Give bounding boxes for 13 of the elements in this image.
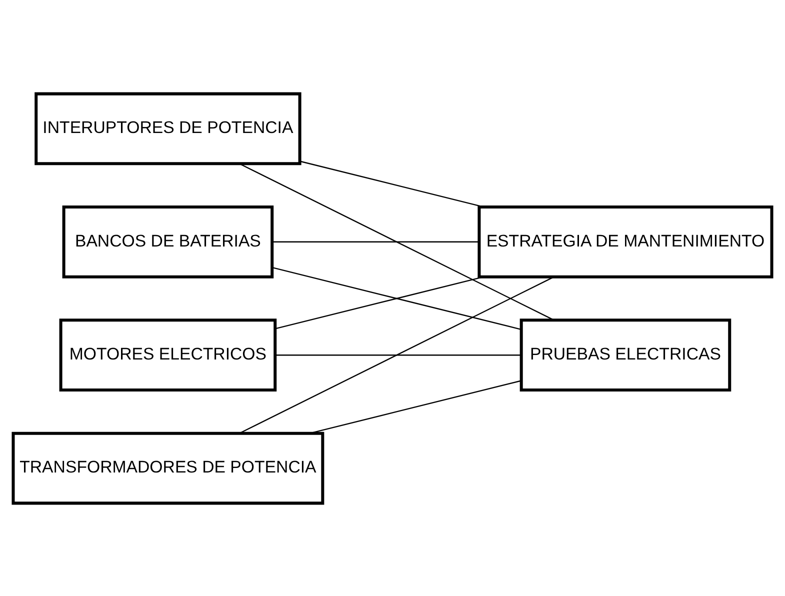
node-box: MOTORES ELECTRICOS bbox=[59, 318, 277, 391]
node-box: ESTRATEGIA DE MANTENIMIENTO bbox=[478, 205, 774, 278]
node-box: BANCOS DE BATERIAS bbox=[62, 205, 274, 278]
node-box: INTERUPTORES DE POTENCIA bbox=[34, 92, 302, 165]
connector bbox=[272, 266, 522, 330]
connector bbox=[272, 240, 480, 242]
node-box: PRUEBAS ELECTRICAS bbox=[520, 318, 732, 391]
node-box: TRANSFORMADORES DE POTENCIA bbox=[12, 431, 324, 504]
connector bbox=[275, 276, 484, 329]
connector bbox=[275, 354, 522, 356]
connector bbox=[310, 380, 522, 434]
connector bbox=[240, 276, 554, 434]
connector bbox=[240, 162, 554, 320]
